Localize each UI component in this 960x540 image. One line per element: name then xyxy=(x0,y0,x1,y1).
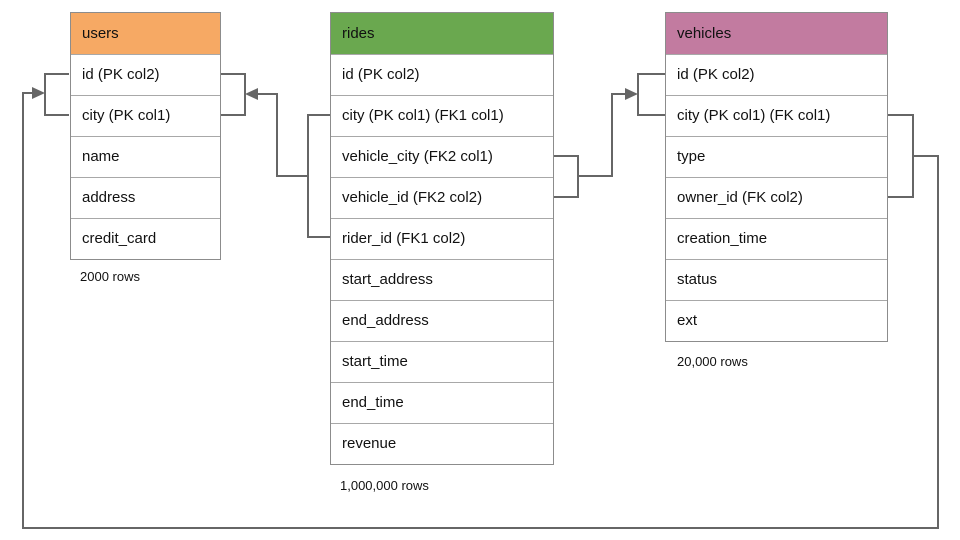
table-users: users id (PK col2) city (PK col1) name a… xyxy=(70,12,221,260)
rides-to-vehicles-line xyxy=(578,93,632,177)
arrowhead-into-users-left xyxy=(32,87,45,99)
rides-row-count: 1,000,000 rows xyxy=(340,478,429,493)
table-rides: rides id (PK col2) city (PK col1) (FK1 c… xyxy=(330,12,554,465)
rides-col-city: city (PK col1) (FK1 col1) xyxy=(331,95,553,136)
vehicles-row-count: 20,000 rows xyxy=(677,354,748,369)
rides-col-start-address: start_address xyxy=(331,259,553,300)
users-col-address: address xyxy=(71,177,220,218)
arrowhead-into-users-right xyxy=(245,88,258,100)
table-vehicles-header: vehicles xyxy=(666,13,887,54)
vehicles-col-ext: ext xyxy=(666,300,887,341)
vehicles-col-id: id (PK col2) xyxy=(666,54,887,95)
rides-col-start-time: start_time xyxy=(331,341,553,382)
users-col-name: name xyxy=(71,136,220,177)
table-rides-header: rides xyxy=(331,13,553,54)
rides-col-vehicle-city: vehicle_city (FK2 col1) xyxy=(331,136,553,177)
vehicles-col-creation-time: creation_time xyxy=(666,218,887,259)
vehicles-col-type: type xyxy=(666,136,887,177)
rides-col-rider-id: rider_id (FK1 col2) xyxy=(331,218,553,259)
table-vehicles: vehicles id (PK col2) city (PK col1) (FK… xyxy=(665,12,888,342)
users-right-pk-bracket xyxy=(221,73,246,116)
users-col-id: id (PK col2) xyxy=(71,54,220,95)
arrowhead-into-vehicles-left xyxy=(625,88,638,100)
rides-to-users-line xyxy=(251,93,308,177)
users-left-pk-bracket xyxy=(44,73,69,116)
users-row-count: 2000 rows xyxy=(80,269,140,284)
vehicles-col-city: city (PK col1) (FK col1) xyxy=(666,95,887,136)
connector-rides-to-vehicles xyxy=(553,73,665,198)
vehicles-col-owner-id: owner_id (FK col2) xyxy=(666,177,887,218)
rides-fk2-bracket xyxy=(553,155,579,198)
connector-rides-to-users xyxy=(221,73,330,238)
rides-col-revenue: revenue xyxy=(331,423,553,464)
rides-fk1-bracket xyxy=(307,114,330,238)
rides-col-id: id (PK col2) xyxy=(331,54,553,95)
vehicles-left-pk-bracket xyxy=(637,73,665,116)
users-col-city: city (PK col1) xyxy=(71,95,220,136)
rides-col-end-address: end_address xyxy=(331,300,553,341)
table-users-header: users xyxy=(71,13,220,54)
users-col-credit-card: credit_card xyxy=(71,218,220,259)
rides-col-vehicle-id: vehicle_id (FK2 col2) xyxy=(331,177,553,218)
vehicles-fk-bracket xyxy=(887,114,914,198)
vehicles-col-status: status xyxy=(666,259,887,300)
rides-col-end-time: end_time xyxy=(331,382,553,423)
